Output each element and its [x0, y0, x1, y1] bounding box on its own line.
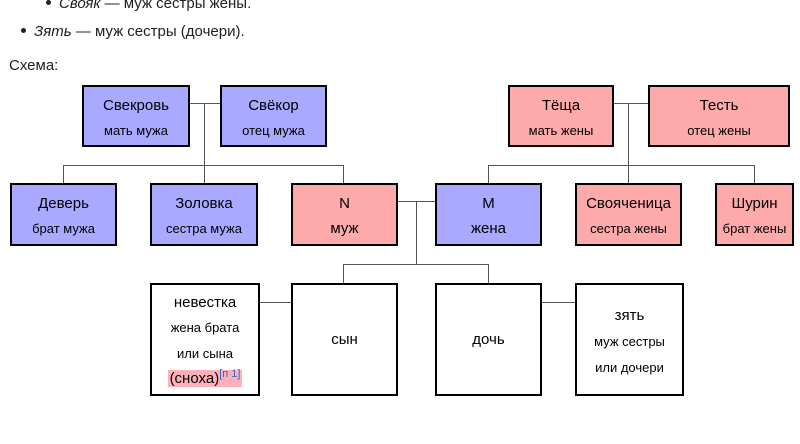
box-title[interactable]: Золовка — [175, 195, 233, 212]
definition-term[interactable]: Свояк — [59, 0, 101, 12]
box-title[interactable]: Тёща — [541, 97, 581, 114]
nevestka-text: невестка жена брата или сына (сноха)[п 1… — [152, 291, 258, 391]
box-alt-name: (сноха)[п 1] — [152, 367, 258, 391]
box-subtitle: мать мужа — [104, 123, 168, 138]
box-subtitle: или сына — [177, 346, 233, 361]
box-test[interactable]: Тесть отец жены — [648, 85, 790, 147]
definition-term[interactable]: Зять — [34, 23, 72, 40]
box-subtitle: отец мужа — [242, 123, 305, 138]
box-title[interactable]: Деверь — [38, 195, 89, 212]
box-subtitle: брат жены — [722, 221, 787, 236]
definition-item-svoyak: Свояк — муж сестры жены. — [46, 0, 251, 13]
bullet-icon — [46, 0, 51, 5]
box-tyosha[interactable]: Тёща мать жены — [508, 85, 614, 147]
zyat-text: зять муж сестры или дочери — [577, 303, 682, 381]
definition-separator: — — [100, 0, 124, 12]
box-subtitle: брат мужа — [32, 221, 95, 236]
box-m-wife[interactable]: M жена — [435, 183, 542, 246]
box-svoyachenitsa[interactable]: Свояченица сестра жены — [575, 183, 682, 246]
box-subtitle: или дочери — [595, 360, 664, 375]
definition-text: муж сестры (дочери). — [94, 23, 245, 40]
box-title[interactable]: Свояченица — [586, 195, 671, 212]
box-title[interactable]: Свёкор — [248, 97, 299, 114]
snokha-text[interactable]: (сноха) — [169, 370, 220, 387]
box-title[interactable]: невестка — [173, 294, 237, 311]
box-subtitle: мать жены — [528, 123, 594, 138]
footnote-link[interactable]: [п 1] — [219, 368, 241, 380]
box-zolovka[interactable]: Золовка сестра мужа — [150, 183, 258, 246]
definition-separator: — — [71, 23, 95, 40]
box-n-husband[interactable]: N муж — [291, 183, 398, 246]
definition-item-zyat: Зять — муж сестры (дочери). — [21, 23, 245, 41]
box-subtitle: муж сестры — [594, 334, 665, 349]
box-title: M — [482, 195, 495, 212]
box-title[interactable]: Свекровь — [102, 97, 169, 114]
box-svekrov[interactable]: Свекровь мать мужа — [82, 85, 190, 147]
box-subtitle: жена — [470, 220, 506, 237]
box-subtitle: муж — [330, 220, 359, 237]
box-title[interactable]: Тесть — [699, 97, 739, 114]
box-title[interactable]: зять — [614, 307, 645, 324]
box-title: N — [339, 195, 350, 212]
box-title: дочь — [472, 331, 505, 348]
box-subtitle: сестра жены — [590, 221, 667, 236]
box-title[interactable]: Шурин — [731, 195, 778, 212]
box-shurin[interactable]: Шурин брат жены — [715, 183, 794, 246]
definition-text: муж сестры жены. — [123, 0, 252, 12]
box-doch[interactable]: дочь — [435, 283, 542, 396]
box-svekor[interactable]: Свёкор отец мужа — [220, 85, 327, 147]
box-subtitle: отец жены — [687, 123, 751, 138]
box-title: сын — [331, 331, 358, 348]
schema-label: Схема: — [9, 57, 59, 74]
box-zyat[interactable]: зять муж сестры или дочери — [575, 283, 684, 396]
box-subtitle: сестра мужа — [166, 221, 242, 236]
box-syn[interactable]: сын — [291, 283, 398, 396]
box-nevestka[interactable]: невестка жена брата или сына (сноха)[п 1… — [150, 283, 260, 396]
box-subtitle: жена брата — [170, 320, 240, 335]
bullet-icon — [21, 27, 26, 33]
box-dever[interactable]: Деверь брат мужа — [10, 183, 117, 246]
